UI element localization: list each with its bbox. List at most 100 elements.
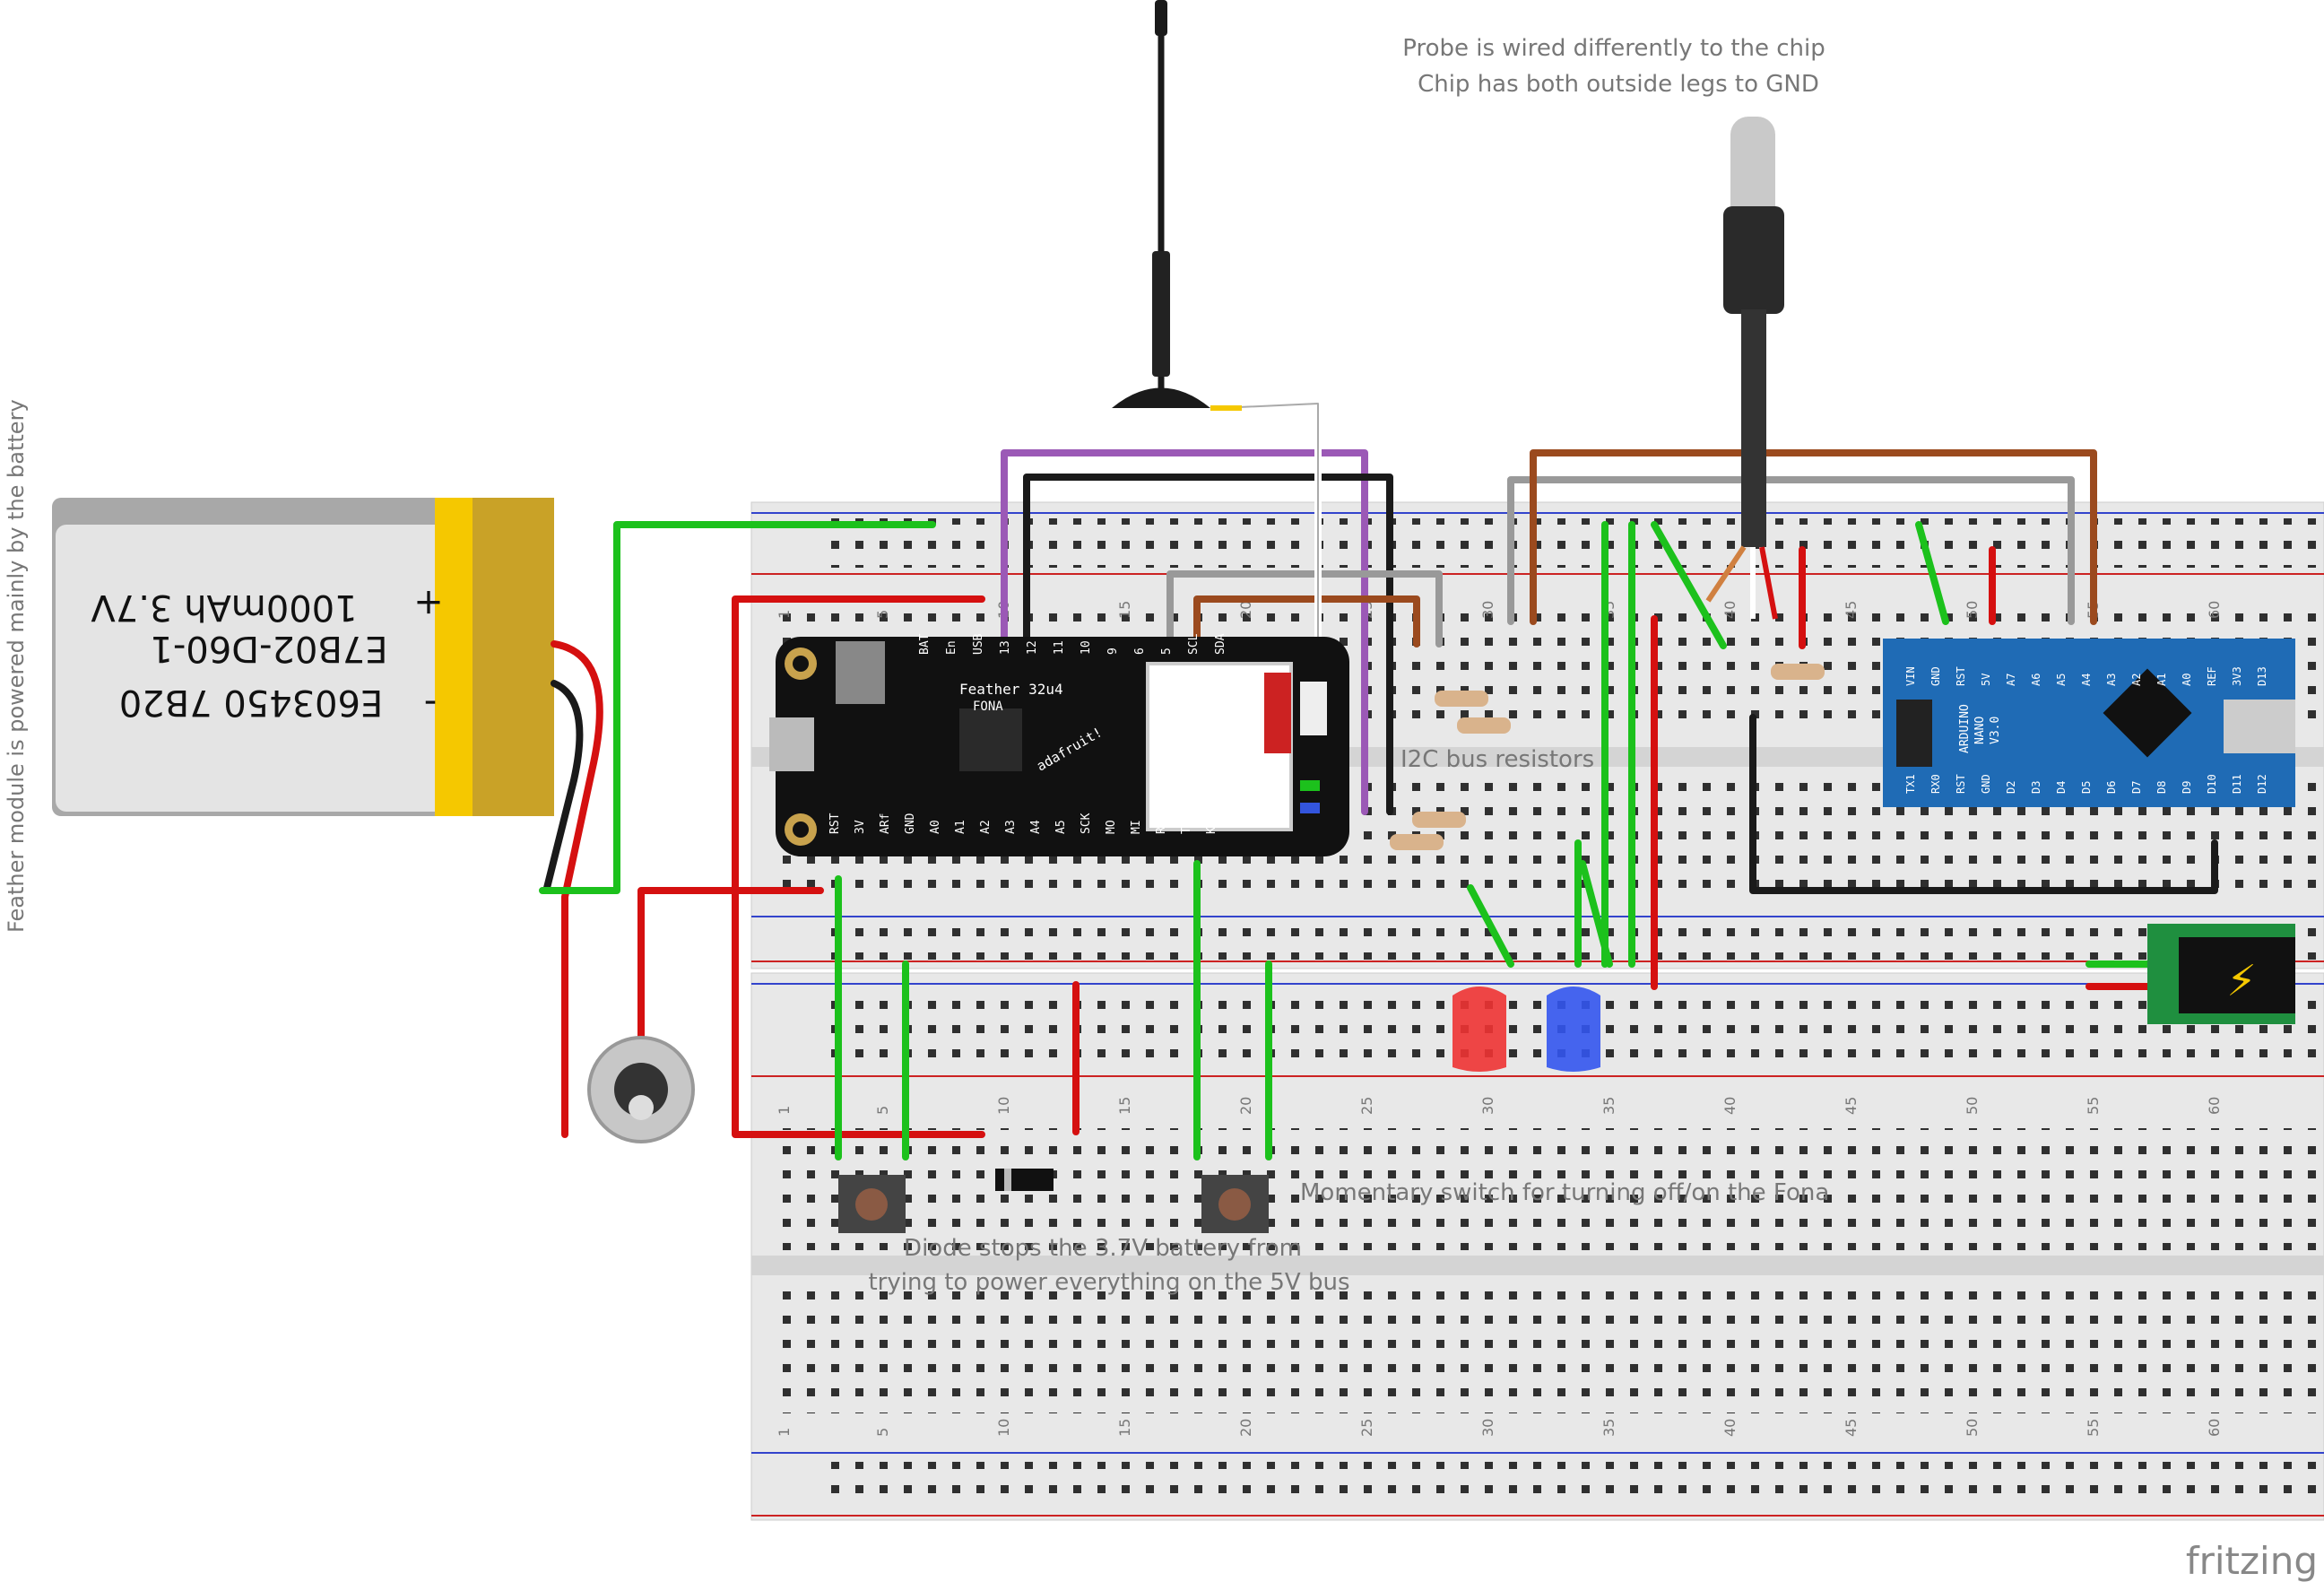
nano-pin-label: VIN (1904, 666, 1917, 686)
feather-pin-label: SDA (1214, 633, 1227, 655)
column-number: 20 (1237, 1419, 1254, 1437)
nano-pin-label: A2 (2130, 674, 2143, 686)
feather-pin-label: A3 (1004, 820, 1018, 834)
column-number: 15 (1116, 1419, 1133, 1437)
column-number: 20 (1237, 1097, 1254, 1115)
resistor-icon (1390, 664, 1825, 850)
note-probe-line1: Probe is wired differently to the chip (1402, 35, 1825, 62)
feather-pin-label: SCK (1080, 813, 1093, 834)
nano-pin-label: GND (1929, 666, 1942, 686)
wire-brown-feather (1193, 595, 1420, 648)
nano-pin-label: RX0 (1929, 774, 1942, 794)
nano-pin-label: A6 (2030, 674, 2042, 686)
nano-pin-label: 5V (1980, 674, 1992, 686)
nano-pin-label: D3 (2030, 781, 2042, 794)
nano-pin-label: D10 (2206, 774, 2218, 794)
column-number: 50 (1964, 1419, 1981, 1437)
column-number: 35 (1600, 1419, 1617, 1437)
column-number: 1 (776, 1106, 793, 1115)
nano-pin-label: RST (1955, 666, 1967, 686)
column-number: 60 (2206, 1097, 2223, 1115)
wire-gray-nano (1507, 476, 2075, 625)
nano-pin-label: D6 (2105, 781, 2118, 794)
column-number: 25 (1358, 1097, 1375, 1115)
fritzing-logo: fritzing (2186, 1539, 2318, 1582)
diode-icon (995, 1169, 1054, 1191)
column-number: 5 (874, 610, 891, 619)
nano-pin-label: D9 (2181, 781, 2193, 794)
lipo-battery: 1000mAh 3.7V E7B02-D60-1 E603450 7B20 + … (52, 498, 554, 816)
nano-pin-label: D4 (2055, 781, 2068, 794)
wire-black-ground (1749, 714, 2218, 894)
feather-pin-label: En (945, 640, 958, 655)
column-number: 5 (874, 1106, 891, 1115)
column-number: 55 (2085, 1097, 2102, 1115)
feather-pin-label: SCL (1187, 633, 1201, 655)
nano-pin-label: D13 (2256, 666, 2268, 686)
feather-pin-label: TX (1180, 820, 1193, 834)
wire-purple (1001, 449, 1368, 815)
nano-pin-label: REF (2206, 666, 2218, 686)
note-i2c: I2C bus resistors (1400, 746, 1594, 773)
feather-pin-label: USB (972, 633, 985, 655)
nano-pin-label: RST (1955, 774, 1967, 794)
temperature-probe-icon (1705, 117, 1784, 620)
nano-pin-label: A1 (2155, 674, 2168, 686)
feather-pin-label: 11 (1053, 640, 1066, 655)
battery-label-serial: E603450 7B20 (119, 682, 383, 723)
feather-pin-label: 3V (854, 820, 867, 834)
note-probe-line2: Chip has both outside legs to GND (1418, 71, 1819, 98)
feather-pin-label: Key (1205, 813, 1218, 834)
column-number: 35 (1600, 1097, 1617, 1115)
column-number: 40 (1721, 1419, 1739, 1437)
column-number: 60 (2206, 601, 2223, 619)
nano-pin-label: D8 (2155, 781, 2168, 794)
wire-black-feather (1023, 474, 1393, 815)
nano-pin-label: D2 (2005, 781, 2017, 794)
battery-plus-label: + (413, 582, 444, 623)
wire-battery-black (543, 680, 584, 891)
column-number: 45 (1843, 601, 1860, 619)
battery-label-model: E7B02-D60-1 (150, 628, 387, 669)
feather-pin-label: ARf (879, 813, 892, 834)
column-number: 15 (1116, 601, 1133, 619)
feather-pin-label: A0 (929, 820, 942, 834)
antenna-icon (1112, 0, 1242, 411)
column-number: 60 (2206, 1419, 2223, 1437)
feather-pin-label: A2 (979, 820, 993, 834)
feather-pin-label: 10 (1080, 640, 1093, 655)
toggle-switch-icon (587, 1036, 695, 1143)
nano-pin-label: D11 (2231, 774, 2243, 794)
column-number: 55 (2085, 1419, 2102, 1437)
nano-pin-label: TX1 (1904, 774, 1917, 794)
column-number: 15 (1116, 1097, 1133, 1115)
dc-jack-icon: ⚡ (2147, 924, 2295, 1024)
column-number: 30 (1479, 601, 1496, 619)
column-number: 50 (1964, 1097, 1981, 1115)
wires (539, 400, 2218, 1160)
feather-subtitle: FONA (973, 700, 1003, 714)
led-icon (1452, 987, 1600, 1072)
nano-model: NANO (1973, 717, 1987, 744)
column-number: 50 (1964, 601, 1981, 619)
nano-pin-label: D7 (2130, 781, 2143, 794)
column-number: 45 (1843, 1419, 1860, 1437)
note-diode-line2: trying to power everything on the 5V bus (868, 1269, 1349, 1296)
nano-pin-label: A5 (2055, 674, 2068, 686)
nano-pin-label: D12 (2256, 774, 2268, 794)
note-diode-line1: Diode stops the 3.7V battery from (904, 1235, 1302, 1262)
feather-pin-label: 12 (1026, 640, 1039, 655)
feather-pin-label: A1 (954, 820, 967, 834)
feather-pin-label: 9 (1106, 648, 1120, 655)
column-number: 1 (776, 610, 793, 619)
column-number: 40 (1721, 601, 1739, 619)
feather-pin-label: BAT (918, 633, 932, 655)
column-number: 40 (1721, 1097, 1739, 1115)
feather-pin-label: RST (828, 813, 842, 834)
feather-pin-label: RX (1155, 820, 1168, 834)
